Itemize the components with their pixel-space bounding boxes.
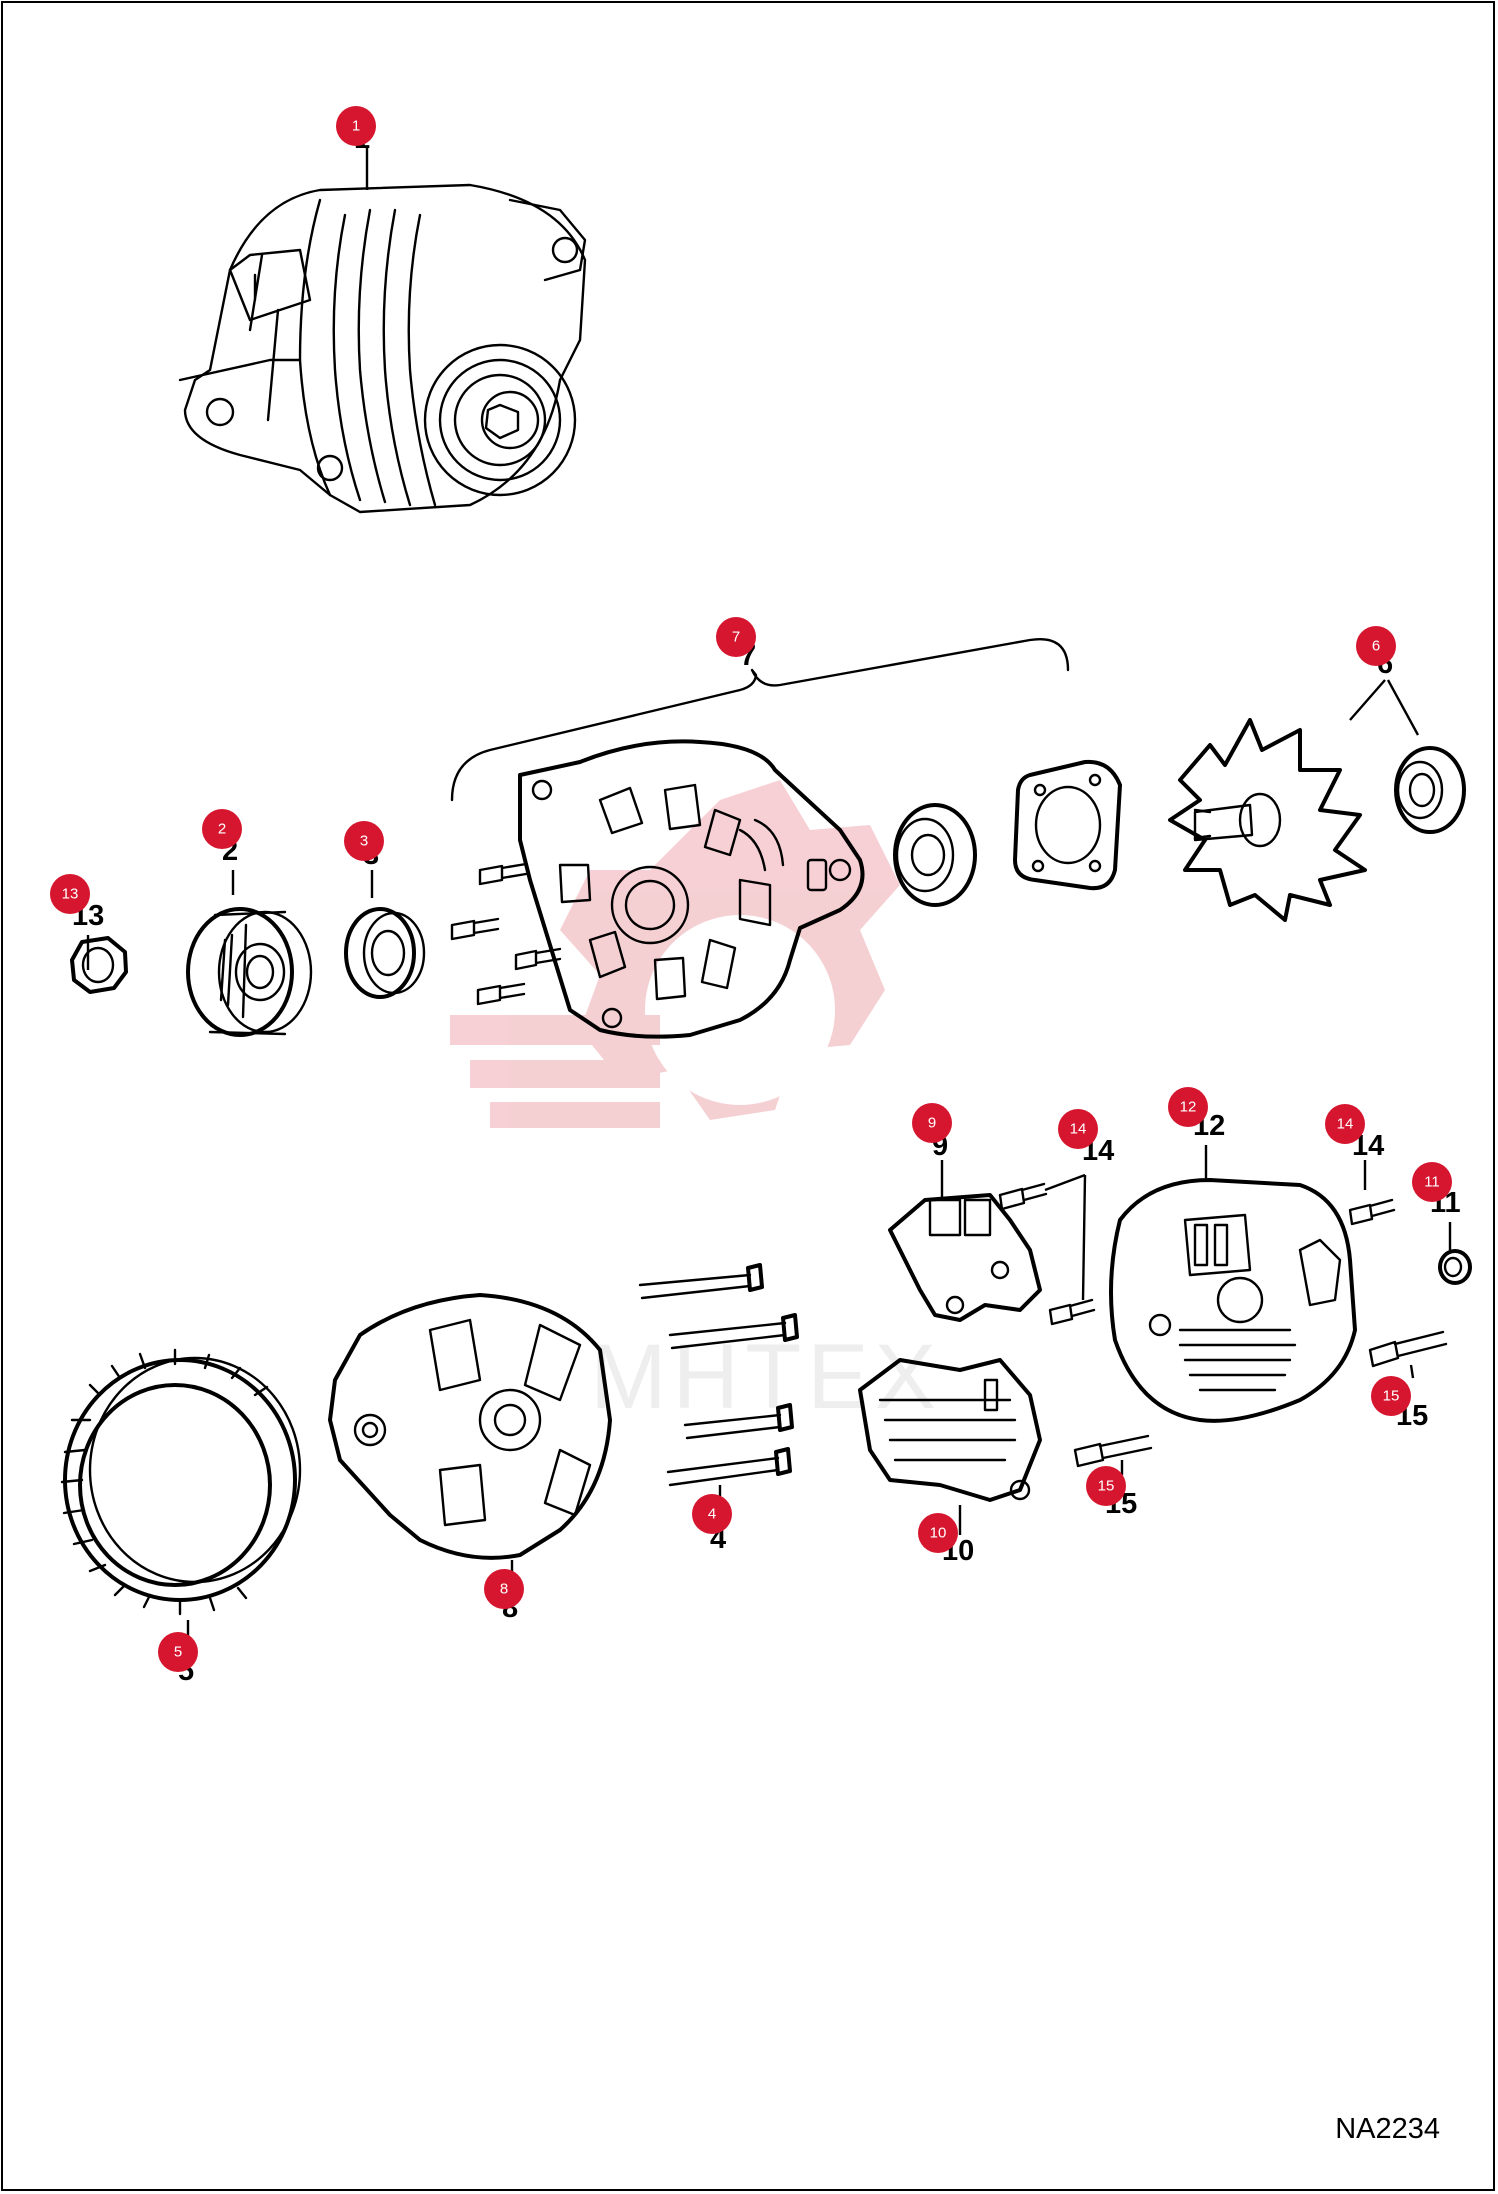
rotor	[1168, 718, 1367, 922]
through-bolts	[638, 1263, 799, 1487]
callout-badge-5[interactable]: 5	[158, 1632, 198, 1672]
leader-14a-1	[1044, 1173, 1086, 1192]
callout-badge-15a[interactable]: 15	[1371, 1376, 1411, 1416]
rear-cover	[1109, 1178, 1357, 1423]
rear-bearing	[1394, 746, 1466, 834]
leader-6a	[1349, 679, 1386, 721]
terminal-cap	[1438, 1249, 1472, 1285]
svg-text:12: 12	[1180, 1099, 1197, 1116]
front-bearing	[893, 803, 977, 907]
callout-badge-14b[interactable]: 14	[1325, 1104, 1365, 1144]
housing-screws	[450, 862, 562, 1006]
pulley	[186, 907, 313, 1037]
svg-text:6: 6	[1372, 638, 1380, 655]
rectifier	[858, 1358, 1042, 1502]
diagram-code: NA2234	[1335, 2113, 1440, 2145]
svg-text:9: 9	[928, 1115, 936, 1132]
callout-badge-8[interactable]: 8	[484, 1569, 524, 1609]
callout-badge-4[interactable]: 4	[692, 1494, 732, 1534]
nut	[70, 936, 128, 994]
callout-badge-9[interactable]: 9	[912, 1103, 952, 1143]
svg-text:3: 3	[360, 833, 368, 850]
alternator-assembly	[178, 183, 587, 514]
long-screws	[1073, 1330, 1448, 1468]
svg-text:15: 15	[1098, 1478, 1115, 1495]
leader-15a	[1409, 1364, 1415, 1379]
bearing-retainer-plate	[1013, 759, 1122, 891]
rear-housing	[328, 1293, 612, 1560]
leader-6b	[1386, 679, 1420, 736]
callout-badge-3[interactable]: 3	[344, 821, 384, 861]
svg-text:7: 7	[732, 629, 740, 646]
svg-text:15: 15	[1383, 1388, 1400, 1405]
svg-text:1: 1	[352, 118, 360, 135]
group-7-bracket	[450, 637, 1070, 802]
callout-badge-12[interactable]: 12	[1168, 1087, 1208, 1127]
svg-text:10: 10	[930, 1525, 947, 1542]
svg-text:2: 2	[218, 821, 226, 838]
svg-text:14: 14	[1070, 1121, 1087, 1138]
callout-badge-10[interactable]: 10	[918, 1513, 958, 1553]
callout-badge-2[interactable]: 2	[202, 809, 242, 849]
callout-badge-13[interactable]: 13	[50, 874, 90, 914]
svg-text:11: 11	[1424, 1174, 1440, 1191]
spacer-ring	[344, 907, 426, 999]
front-housing	[518, 739, 865, 1039]
callout-badge-14a[interactable]: 14	[1058, 1109, 1098, 1149]
callout-badge-11[interactable]: 11	[1412, 1162, 1452, 1202]
svg-text:4: 4	[708, 1506, 716, 1523]
callout-badge-6[interactable]: 6	[1356, 626, 1396, 666]
svg-text:13: 13	[62, 886, 79, 903]
stator	[60, 1348, 302, 1616]
svg-text:14: 14	[1337, 1116, 1354, 1133]
leader-14a-2	[1081, 1174, 1087, 1301]
svg-text:5: 5	[174, 1644, 182, 1661]
watermark-logo: MHTEX	[450, 780, 942, 1428]
callout-badge-1[interactable]: 1	[336, 106, 376, 146]
brush-holder	[888, 1193, 1042, 1322]
callout-badge-15b[interactable]: 15	[1086, 1466, 1126, 1506]
watermark-text: MHTEX	[590, 1326, 942, 1428]
svg-text:8: 8	[500, 1581, 508, 1598]
small-screws	[998, 1182, 1396, 1326]
callout-badge-7[interactable]: 7	[716, 617, 756, 657]
